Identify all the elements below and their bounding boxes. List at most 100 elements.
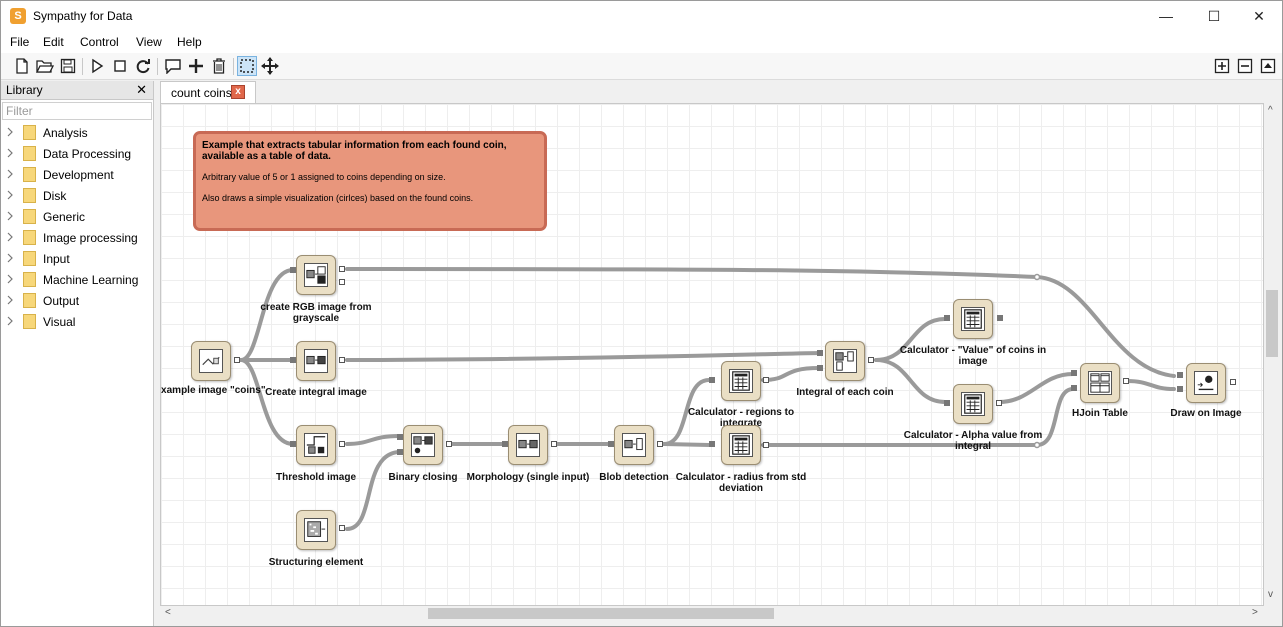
add-comment-button[interactable] xyxy=(163,56,183,76)
menu-file[interactable]: File xyxy=(10,35,30,49)
library-item-output[interactable]: Output xyxy=(1,290,153,311)
node-integral-image[interactable] xyxy=(296,341,336,381)
horizontal-scrollbar[interactable]: < > xyxy=(160,606,1264,621)
scroll-right-icon[interactable]: > xyxy=(1252,607,1258,618)
node-hjoin-table[interactable] xyxy=(1080,363,1120,403)
add-node-button[interactable] xyxy=(186,56,206,76)
vertical-scroll-thumb[interactable] xyxy=(1266,290,1278,357)
select-mode-button[interactable] xyxy=(237,56,257,76)
node-integral-coin[interactable] xyxy=(825,341,865,381)
wire-blob-to-radius xyxy=(662,442,711,447)
library-item-visual[interactable]: Visual xyxy=(1,311,153,332)
chevron-right-icon[interactable] xyxy=(7,232,13,242)
library-item-disk[interactable]: Disk xyxy=(1,185,153,206)
node-label-threshold: Threshold image xyxy=(275,472,356,483)
library-item-input[interactable]: Input xyxy=(1,248,153,269)
chevron-right-icon[interactable] xyxy=(7,253,13,263)
chevron-right-icon[interactable] xyxy=(7,169,13,179)
library-item-machine-learning[interactable]: Machine Learning xyxy=(1,269,153,290)
tab-count-coins[interactable]: count coins x xyxy=(160,81,256,103)
port-blob-out[interactable] xyxy=(657,441,663,447)
chevron-right-icon[interactable] xyxy=(7,316,13,326)
library-close-button[interactable]: ✕ xyxy=(136,82,147,97)
delete-button[interactable] xyxy=(209,56,229,76)
node-create-rgb[interactable] xyxy=(296,255,336,295)
chevron-right-icon[interactable] xyxy=(7,190,13,200)
zoom-out-button[interactable] xyxy=(1235,56,1255,76)
node-binary-closing[interactable] xyxy=(403,425,443,465)
port-integral-out[interactable] xyxy=(339,357,345,363)
node-label-draw: Draw on Image xyxy=(1170,408,1242,419)
node-threshold[interactable] xyxy=(296,425,336,465)
port-coin-out[interactable] xyxy=(868,357,874,363)
zoom-fit-button[interactable] xyxy=(1258,56,1278,76)
menu-control[interactable]: Control xyxy=(80,35,119,49)
chevron-right-icon[interactable] xyxy=(7,211,13,221)
open-file-button[interactable] xyxy=(35,56,55,76)
workflow-note[interactable]: Example that extracts tabular informatio… xyxy=(193,131,547,231)
node-morphology[interactable] xyxy=(508,425,548,465)
stop-button[interactable] xyxy=(110,56,130,76)
tab-close-button[interactable]: x xyxy=(231,85,245,99)
scroll-up-icon[interactable]: ^ xyxy=(1268,105,1273,116)
node-label-morphology: Morphology (single input) xyxy=(466,472,590,483)
chevron-right-icon[interactable] xyxy=(7,148,13,158)
maximize-button[interactable]: ☐ xyxy=(1207,8,1221,24)
node-calc-radius[interactable] xyxy=(721,425,761,465)
title-bar: S Sympathy for Data — ☐ ✕ xyxy=(1,1,1282,32)
node-calc-alpha[interactable] xyxy=(953,384,993,424)
save-button[interactable] xyxy=(58,56,78,76)
port-alpha-out[interactable] xyxy=(996,400,1002,406)
calculator-icon xyxy=(961,392,985,416)
new-file-button[interactable] xyxy=(12,56,32,76)
port-threshold-out[interactable] xyxy=(339,441,345,447)
node-calc-regions[interactable] xyxy=(721,361,761,401)
node-calc-value[interactable] xyxy=(953,299,993,339)
reload-button[interactable] xyxy=(133,56,153,76)
menu-view[interactable]: View xyxy=(136,35,162,49)
port-radius-out[interactable] xyxy=(763,442,769,448)
port-draw-out[interactable] xyxy=(1230,379,1236,385)
port-hjoin-out[interactable] xyxy=(1123,378,1129,384)
library-item-development[interactable]: Development xyxy=(1,164,153,185)
library-item-data-processing[interactable]: Data Processing xyxy=(1,143,153,164)
node-blob-detection[interactable] xyxy=(614,425,654,465)
port-morph-out[interactable] xyxy=(551,441,557,447)
menu-help[interactable]: Help xyxy=(177,35,202,49)
chevron-right-icon[interactable] xyxy=(7,295,13,305)
library-filter-input[interactable] xyxy=(2,102,152,120)
close-window-button[interactable]: ✕ xyxy=(1253,8,1265,24)
folder-icon xyxy=(23,314,36,329)
vertical-scrollbar[interactable]: ^ v xyxy=(1264,103,1280,606)
app-logo-icon: S xyxy=(10,8,26,24)
pan-mode-button[interactable] xyxy=(260,56,280,76)
minimize-button[interactable]: — xyxy=(1159,8,1173,24)
horizontal-scroll-thumb[interactable] xyxy=(428,608,774,619)
chevron-right-icon[interactable] xyxy=(7,127,13,137)
node-example-image[interactable] xyxy=(191,341,231,381)
port-rgb-out[interactable] xyxy=(339,266,345,272)
connection-wires xyxy=(239,267,1176,531)
menu-edit[interactable]: Edit xyxy=(43,35,64,49)
library-item-generic[interactable]: Generic xyxy=(1,206,153,227)
port-closing-out[interactable] xyxy=(446,441,452,447)
execute-button[interactable] xyxy=(87,56,107,76)
scroll-left-icon[interactable]: < xyxy=(165,607,171,618)
library-item-analysis[interactable]: Analysis xyxy=(1,122,153,143)
node-label-blob: Blob detection xyxy=(599,472,669,483)
port-rgb-out-2[interactable] xyxy=(339,279,345,285)
folder-icon xyxy=(23,146,36,161)
zoom-in-button[interactable] xyxy=(1212,56,1232,76)
node-structuring-element[interactable] xyxy=(296,510,336,550)
port-regions-out[interactable] xyxy=(763,377,769,383)
threshold-icon xyxy=(304,433,328,457)
scroll-down-icon[interactable]: v xyxy=(1268,589,1273,600)
port-example-out[interactable] xyxy=(234,357,240,363)
port-structuring-out[interactable] xyxy=(339,525,345,531)
stop-icon xyxy=(114,60,126,72)
node-draw-on-image[interactable] xyxy=(1186,363,1226,403)
chevron-right-icon[interactable] xyxy=(7,274,13,284)
workflow-canvas[interactable]: Example that extracts tabular informatio… xyxy=(160,103,1264,606)
library-item-image-processing[interactable]: Image processing xyxy=(1,227,153,248)
wire-alpha-to-hjoin xyxy=(997,372,1075,404)
